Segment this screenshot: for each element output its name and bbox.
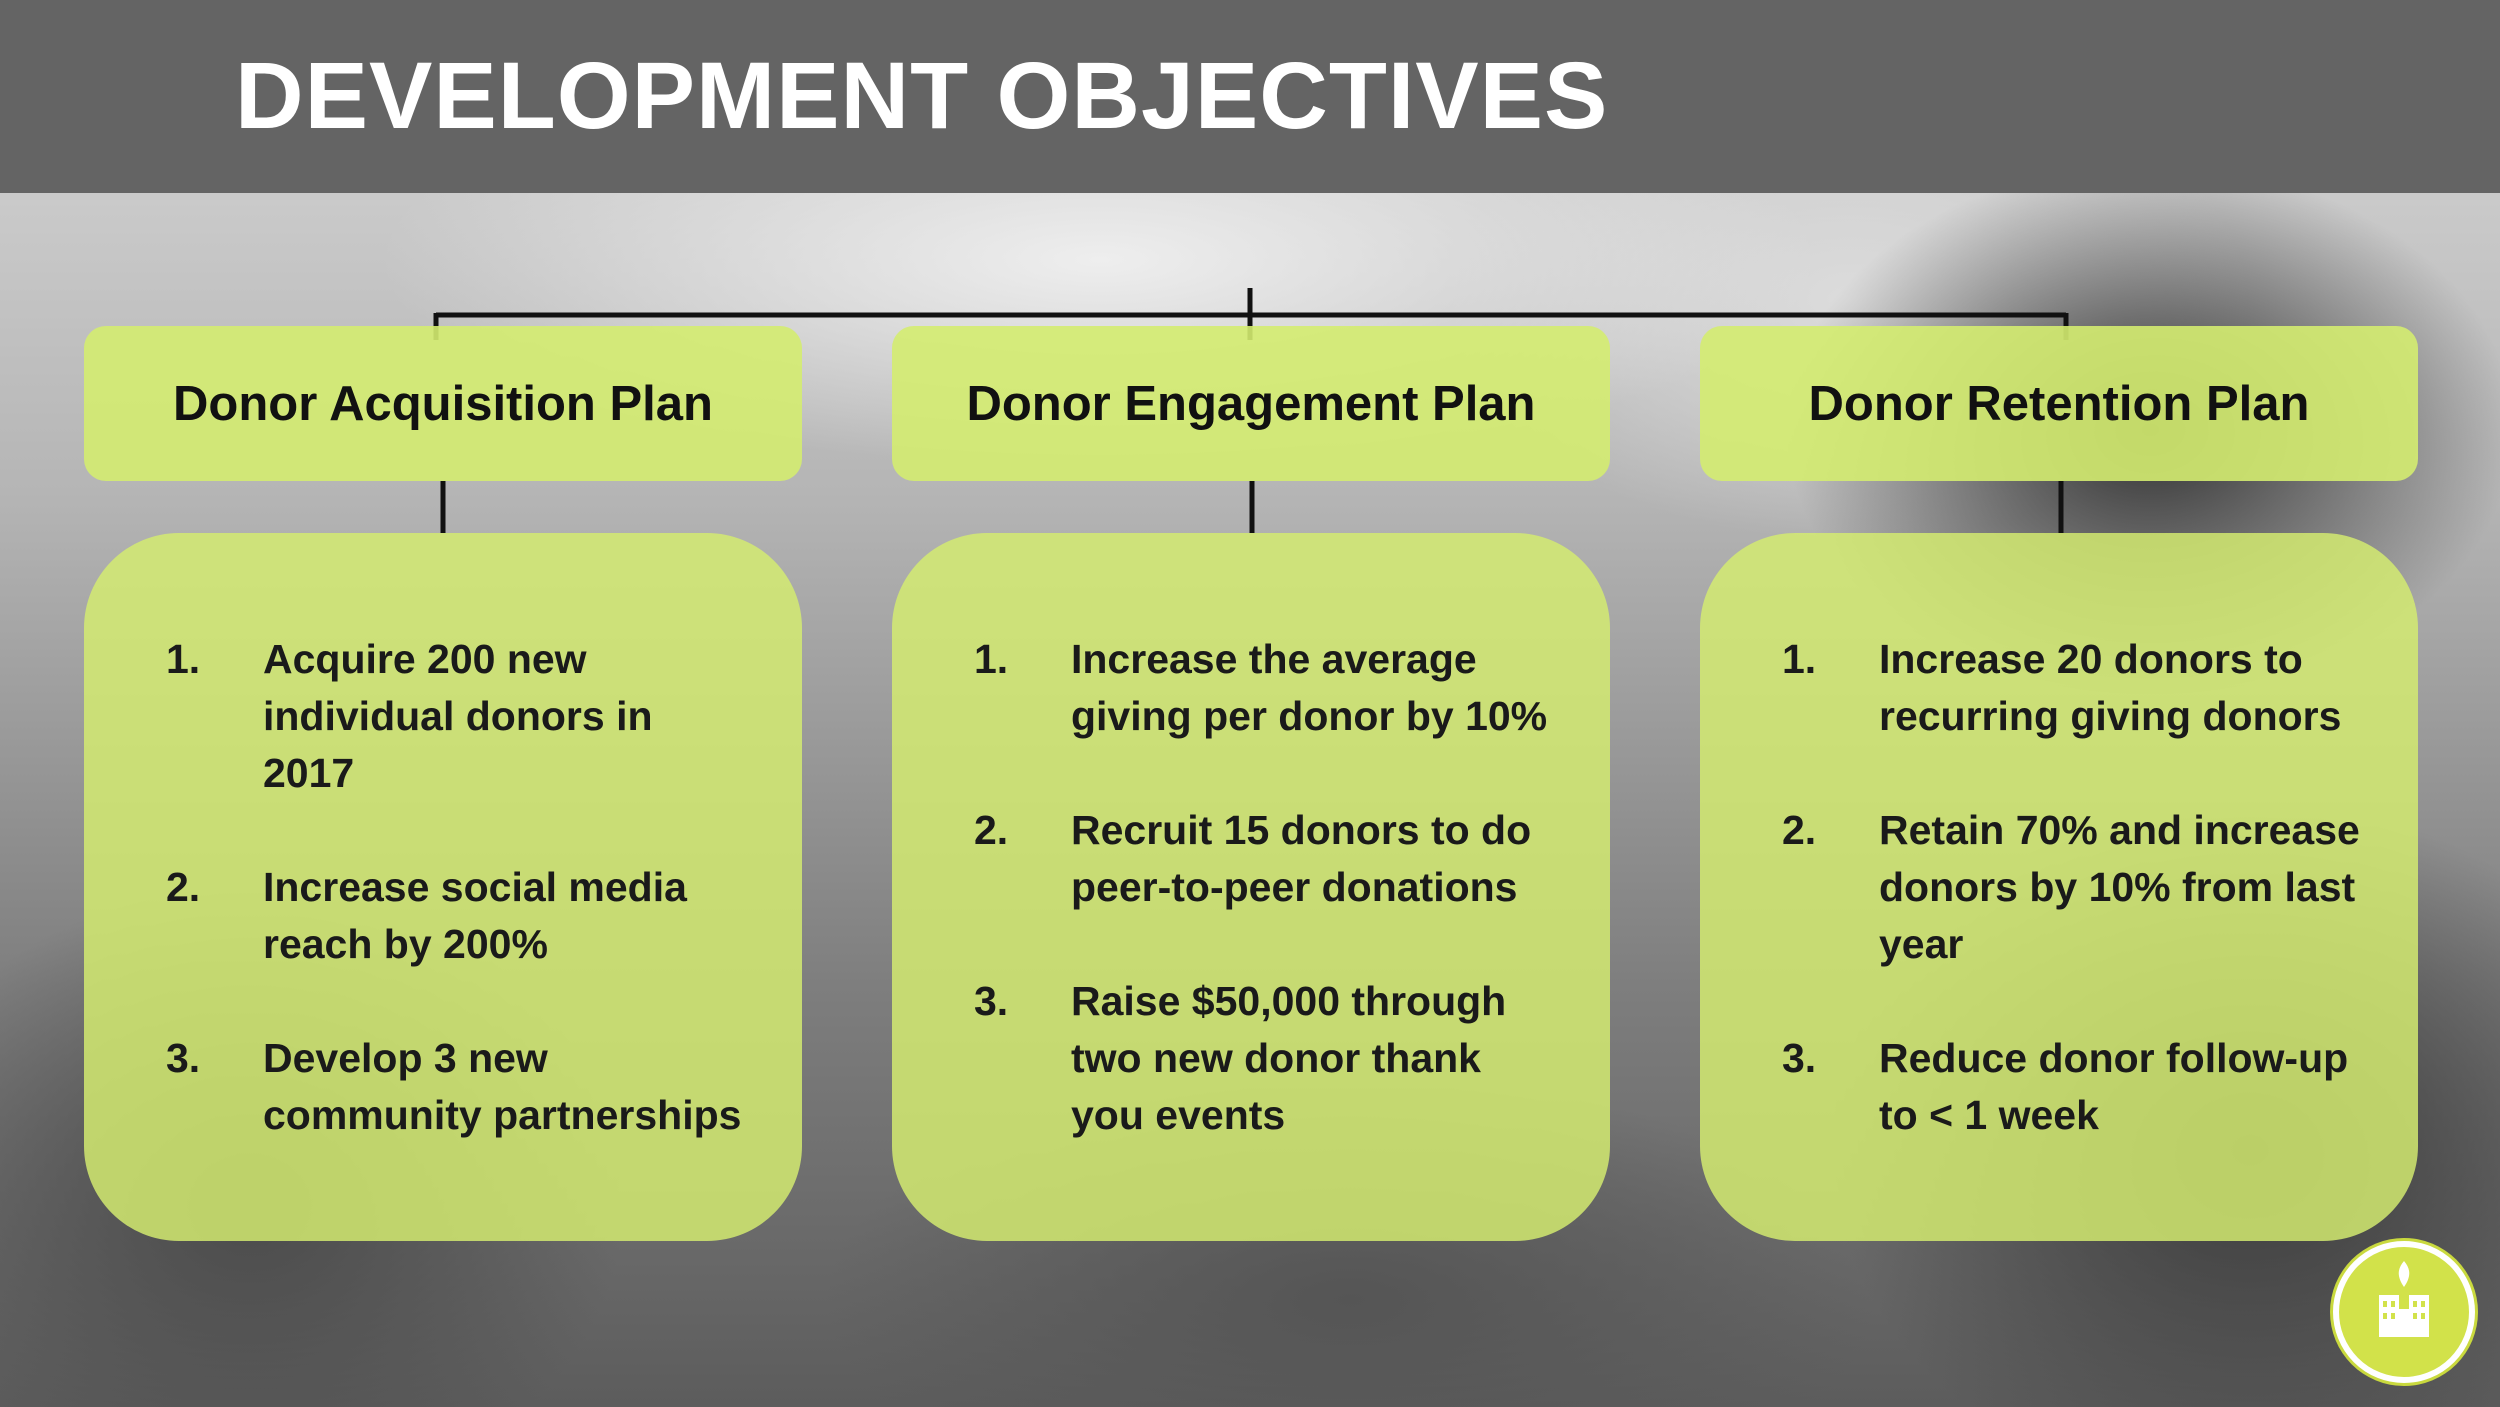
plan-label: Donor Retention Plan [1808,376,2310,431]
header-bar: DEVELOPMENT OBJECTIVES [0,0,2500,193]
objective-text: Recruit 15 donors to do peer-to-peer don… [1071,806,1532,910]
objective-number: 2. [974,806,1009,853]
objective-text: Acquire 200 new individual donors in 201… [263,635,653,796]
objective-text: Raise $50,000 through two new donor than… [1071,977,1507,1138]
objective-text: Increase social media reach by 200% [263,863,687,967]
objective-number: 3. [1782,1034,1817,1081]
objectives-card-retention: 1. Increase 20 donors to recurring givin… [1700,533,2418,1241]
plan-label: Donor Acquisition Plan [173,376,713,431]
objective-item: 1. Increase the average giving per donor… [974,631,1560,745]
objective-number: 2. [166,863,201,910]
objective-item: 3. Raise $50,000 through two new donor t… [974,973,1560,1144]
objective-item: 1. Increase 20 donors to recurring givin… [1782,631,2368,745]
objective-item: 3. Reduce donor follow-up to < 1 week [1782,1030,2368,1144]
objective-item: 2. Retain 70% and increase donors by 10%… [1782,802,2368,973]
objective-text: Reduce donor follow-up to < 1 week [1879,1034,2349,1138]
objectives-card-acquisition: 1. Acquire 200 new individual donors in … [84,533,802,1241]
objective-number: 2. [1782,806,1817,853]
objective-number: 1. [1782,635,1817,682]
objective-item: 2. Increase social media reach by 200% [166,859,752,973]
objective-text: Increase 20 donors to recurring giving d… [1879,635,2342,739]
objective-text: Develop 3 new community partnerships [263,1034,742,1138]
objective-item: 1. Acquire 200 new individual donors in … [166,631,752,802]
objective-item: 2. Recruit 15 donors to do peer-to-peer … [974,802,1560,916]
objective-item: 3. Develop 3 new community partnerships [166,1030,752,1144]
objective-number: 3. [974,977,1009,1024]
objectives-card-engagement: 1. Increase the average giving per donor… [892,533,1610,1241]
objective-text: Retain 70% and increase donors by 10% fr… [1879,806,2360,967]
plan-label: Donor Engagement Plan [966,376,1536,431]
building-sprout-logo-icon [2333,1241,2475,1383]
plan-box-retention: Donor Retention Plan [1700,326,2418,481]
logo-glyph [2379,1261,2429,1337]
objective-number: 3. [166,1034,201,1081]
objective-number: 1. [974,635,1009,682]
plan-box-acquisition: Donor Acquisition Plan [84,326,802,481]
objective-number: 1. [166,635,201,682]
plan-box-engagement: Donor Engagement Plan [892,326,1610,481]
objective-text: Increase the average giving per donor by… [1071,635,1548,739]
page-title: DEVELOPMENT OBJECTIVES [235,43,1609,149]
